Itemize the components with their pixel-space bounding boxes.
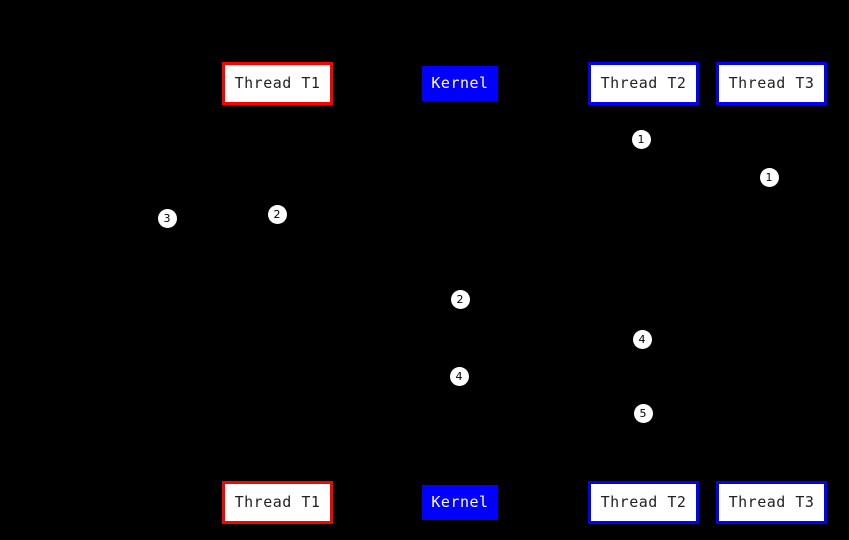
participant-box-t3-bottom[interactable]: Thread T3	[716, 481, 827, 524]
participant-box-t1-top[interactable]: Thread T1	[222, 62, 333, 105]
step-bullet-1-t3: 1	[759, 167, 779, 187]
participant-box-kernel-top[interactable]: Kernel	[422, 66, 498, 101]
step-bullet-4-kernel: 4	[449, 366, 469, 386]
lifeline-t2	[643, 105, 644, 481]
participant-box-kernel-bottom[interactable]: Kernel	[422, 485, 498, 520]
lifeline-t1	[277, 105, 278, 481]
step-bullet-5-t2: 5	[633, 403, 653, 423]
step-bullet-4-t2: 4	[632, 329, 652, 349]
step-bullet-3-t1: 3	[157, 208, 177, 228]
participant-box-t2-top[interactable]: Thread T2	[588, 62, 699, 105]
step-bullet-1-t2: 1	[631, 129, 651, 149]
participant-box-t2-bottom[interactable]: Thread T2	[588, 481, 699, 524]
step-bullet-2-t1: 2	[267, 204, 287, 224]
message-arrow-t1-to-kernel	[276, 214, 460, 300]
participant-box-t1-bottom[interactable]: Thread T1	[222, 481, 333, 524]
participant-box-t3-top[interactable]: Thread T3	[716, 62, 827, 105]
lifeline-t3	[771, 105, 772, 481]
step-bullet-2-kernel: 2	[450, 289, 470, 309]
